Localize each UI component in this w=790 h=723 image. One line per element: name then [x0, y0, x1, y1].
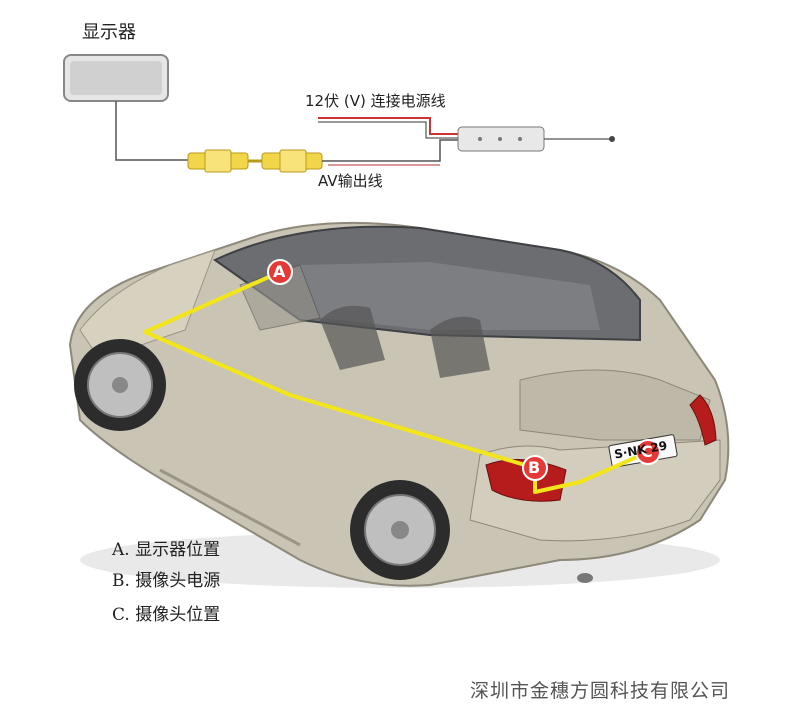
legend-monitor-position: A. 显示器位置 [112, 540, 221, 560]
rca-connector-1 [187, 149, 249, 173]
marker-b [522, 455, 548, 481]
legend-camera-position: C. 摄像头位置 [112, 605, 221, 625]
rca-connector-2 [261, 149, 323, 173]
marker-c [635, 439, 661, 465]
control-box-icon [457, 126, 545, 152]
monitor-icon [63, 54, 169, 102]
marker-a [267, 259, 293, 285]
marker-c-letter: C [641, 442, 653, 461]
power-wire [318, 117, 458, 135]
car-illustration [68, 221, 730, 588]
monitor-title: 显示器 [82, 22, 136, 43]
power-cable-label: 12伏 (V) 连接电源线 [305, 92, 446, 110]
marker-a-letter: A [273, 262, 286, 281]
legend-camera-power: B. 摄像头电源 [112, 571, 221, 591]
company-name: 深圳市金穗方圆科技有限公司 [470, 680, 731, 702]
marker-b-letter: B [528, 458, 541, 477]
av-cable-label: AV输出线 [318, 172, 383, 190]
av-cable [115, 101, 188, 161]
